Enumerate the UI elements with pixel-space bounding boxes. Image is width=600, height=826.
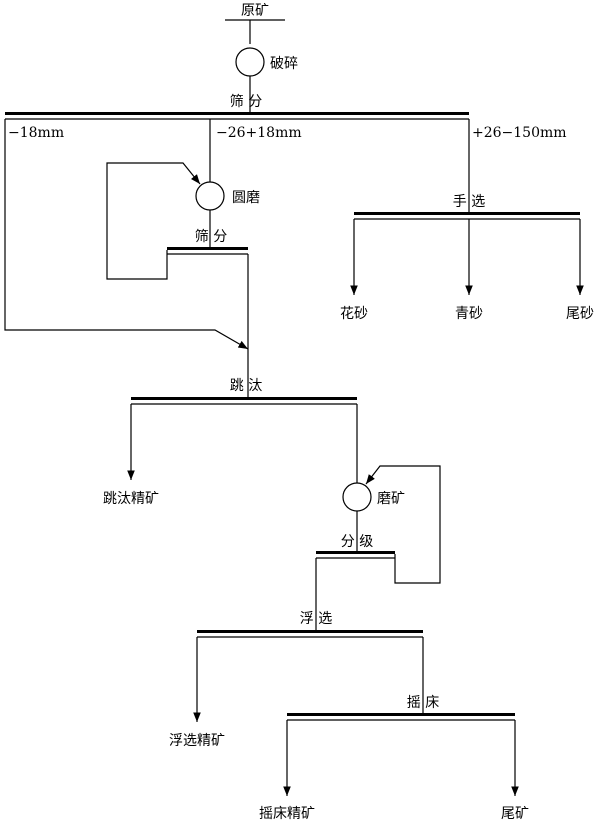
round-mill-label: 圆磨 [232,190,260,206]
tailings-label: 尾矿 [501,806,529,822]
round-mill-icon [195,181,225,211]
flotation-deck [197,630,423,633]
jig-concentrate-label: 跳汰精矿 [103,491,159,507]
size-fine-label: −18mm [8,125,64,141]
size-coarse-label: +26−150mm [472,125,567,141]
screen-1-deck [5,112,469,115]
grinding-mill-icon [342,482,372,512]
ore-grinding-label: 磨矿 [377,491,405,507]
hand-sorting-label: 手 选 [453,194,485,210]
jigging-label: 跳 汰 [230,378,262,394]
classification-label: 分 级 [341,534,373,550]
hua-sha-label: 花砂 [340,306,368,322]
jigging-deck [131,397,357,400]
hand-sorting-deck [354,212,580,215]
crushing-label: 破碎 [270,56,298,72]
flotation-label: 浮 选 [300,611,332,627]
screen-2-deck [167,247,248,250]
fine-fraction-arrow [4,119,249,350]
classification-deck [316,551,395,554]
table-concentrate-label: 摇床精矿 [259,806,315,822]
grinding-recycle-arrow [365,465,441,584]
raw-ore-label: 原矿 [241,3,269,19]
round-mill-recycle-arrow [106,162,201,280]
screening-1-label: 筛 分 [230,94,262,110]
flotation-concentrate-label: 浮选精矿 [169,733,225,749]
screening-2-label: 筛 分 [195,229,227,245]
shaking-table-label: 摇 床 [407,695,439,711]
shaking-table-deck [287,713,515,716]
crusher-icon [235,47,265,77]
qing-sha-label: 青砂 [455,306,483,322]
size-mid-label: −26+18mm [216,125,302,141]
wei-sha-label: 尾砂 [566,306,594,322]
